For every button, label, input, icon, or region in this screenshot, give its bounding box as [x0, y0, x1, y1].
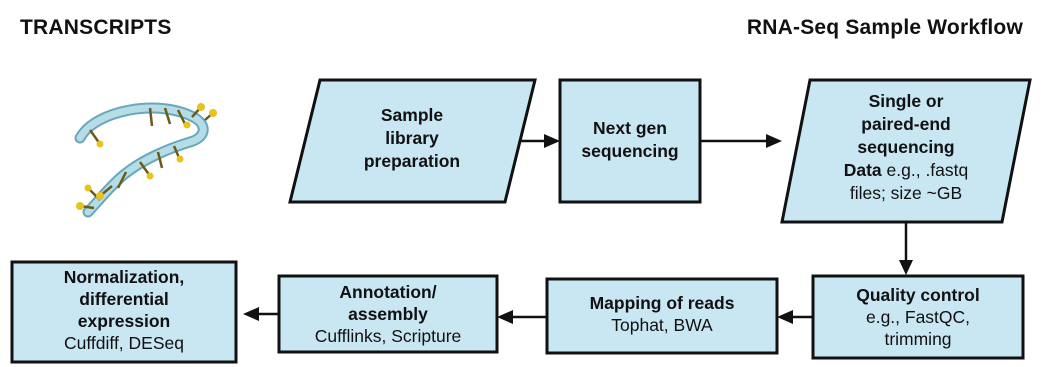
- rna-strand-icon: [74, 102, 217, 218]
- mapping-line2: Tophat, BWA: [611, 315, 713, 335]
- mapping-step: [545, 277, 779, 355]
- library-prep-line2: library: [385, 128, 439, 148]
- normalization-title3: expression: [78, 311, 170, 331]
- arrow-5-head: [497, 310, 513, 324]
- arrow-6-head: [243, 307, 259, 321]
- workflow-title: RNA-Seq Sample Workflow: [746, 16, 1023, 39]
- data-line4-rest: e.g., .fastq: [882, 160, 969, 180]
- data-bold-label: Data: [844, 160, 882, 180]
- sequencing-step: [558, 78, 702, 204]
- transcripts-heading: TRANSCRIPTS: [20, 16, 172, 39]
- data-line1: Single or: [869, 91, 944, 111]
- annotation-line3: Cufflinks, Scripture: [315, 326, 462, 346]
- annotation-title2: assembly: [348, 304, 428, 324]
- arrow-4-head: [777, 310, 793, 324]
- data-step: [780, 78, 1032, 224]
- normalization-step: [10, 260, 238, 364]
- sequencing-line2: sequencing: [581, 141, 678, 161]
- annotation-step: [277, 274, 499, 354]
- library-prep-line3: preparation: [364, 151, 460, 171]
- qc-step: [811, 274, 1025, 360]
- data-line2: paired-end: [861, 114, 950, 134]
- data-line3: sequencing: [857, 137, 954, 157]
- mapping-title: Mapping of reads: [590, 293, 735, 313]
- arrow-2-head: [766, 134, 782, 148]
- arrow-3-head: [899, 260, 913, 275]
- qc-line2: e.g., FastQC,: [866, 307, 970, 327]
- arrow-1-head: [544, 134, 560, 148]
- normalization-title2: differential: [79, 289, 168, 309]
- data-line5: files; size ~GB: [850, 183, 962, 203]
- library-prep-step: [288, 78, 537, 204]
- normalization-line4: Cuffdiff, DESeq: [64, 333, 184, 353]
- qc-line3: trimming: [884, 329, 951, 349]
- sequencing-line1: Next gen: [593, 118, 667, 138]
- normalization-title1: Normalization,: [64, 267, 185, 287]
- data-line4: Data e.g., .fastq: [844, 160, 969, 180]
- library-prep-line1: Sample: [381, 105, 444, 125]
- qc-title: Quality control: [856, 285, 979, 305]
- annotation-title1: Annotation/: [339, 282, 436, 302]
